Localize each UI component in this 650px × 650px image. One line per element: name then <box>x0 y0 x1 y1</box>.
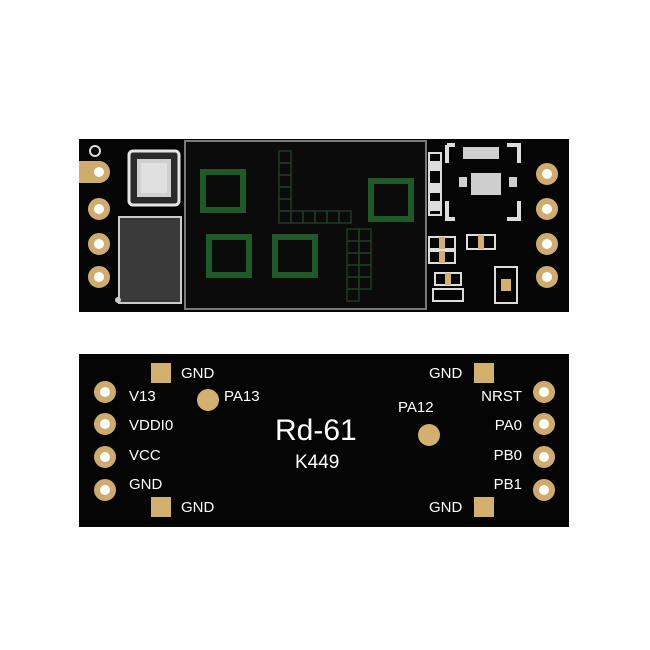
pin-hole <box>533 479 555 501</box>
left-pin-label: V13 <box>129 388 156 405</box>
module-top-board <box>79 139 569 312</box>
pin-hole <box>536 266 558 288</box>
module-top-graphic <box>89 140 521 310</box>
pa13-pad <box>197 389 219 411</box>
smd-components-icon <box>428 143 521 304</box>
mounting-hole-icon <box>89 145 101 157</box>
pin-hole <box>88 161 110 183</box>
pin-hole <box>533 446 555 468</box>
antenna-array-icon <box>184 140 427 310</box>
pa13-label: PA13 <box>224 388 260 405</box>
pin-hole <box>536 198 558 220</box>
gnd-pad-bottom-left <box>151 497 171 517</box>
pin-hole <box>536 163 558 185</box>
shield-can-icon <box>115 216 182 304</box>
pin-hole <box>533 413 555 435</box>
gnd-pad-top-right <box>474 363 494 383</box>
left-pin-label: GND <box>129 476 163 493</box>
right-pin-label: PA0 <box>494 417 522 434</box>
pin-hole <box>94 479 116 501</box>
pa12-pad <box>418 424 440 446</box>
pin-hole <box>94 413 116 435</box>
model-name: Rd-61 <box>275 414 357 447</box>
right-pin-label: NRST <box>481 388 522 405</box>
pin-hole <box>94 381 116 403</box>
gnd-label-bottom-left: GND <box>181 499 215 516</box>
left-pin-label: VCC <box>129 447 161 464</box>
gnd-label-bottom-right: GND <box>429 499 463 516</box>
left-pin-label: VDDI0 <box>129 417 174 434</box>
pa12-label: PA12 <box>398 399 434 416</box>
gnd-pad-bottom-right <box>474 497 494 517</box>
pin-hole <box>88 233 110 255</box>
crystal-oscillator-icon <box>127 149 181 207</box>
right-pin-label: PB1 <box>493 476 522 493</box>
pin-hole <box>533 381 555 403</box>
pin-hole <box>88 198 110 220</box>
right-pin-label: PB0 <box>493 447 522 464</box>
pin-hole <box>94 446 116 468</box>
model-code: K449 <box>295 452 340 473</box>
gnd-label-top-right: GND <box>429 365 463 382</box>
gnd-label-top-left: GND <box>181 365 215 382</box>
pin-hole <box>536 233 558 255</box>
pin-hole <box>88 266 110 288</box>
gnd-pad-top-left <box>151 363 171 383</box>
